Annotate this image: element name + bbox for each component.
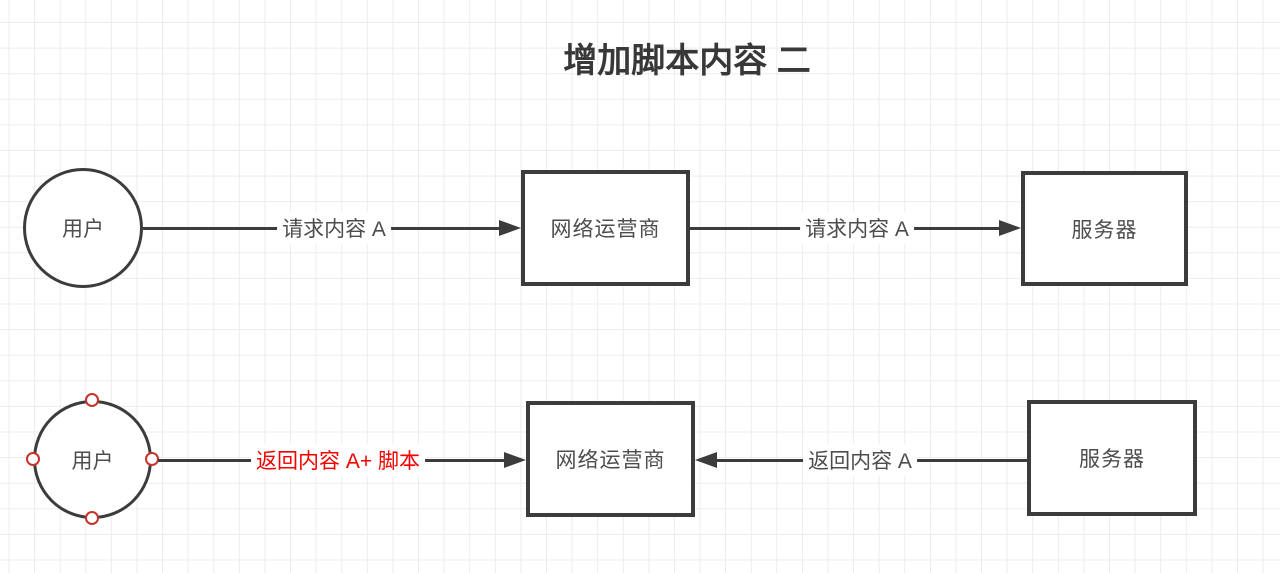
isp-node-top[interactable]: 网络运营商	[521, 170, 690, 286]
connection-handle-top[interactable]	[85, 393, 99, 407]
isp-node-top-label: 网络运营商	[550, 218, 661, 241]
server-node-top-label: 服务器	[1071, 218, 1138, 242]
user-node-top[interactable]: 用户	[23, 168, 143, 288]
request-edge-1-label[interactable]: 请求内容 A	[277, 212, 391, 244]
user-node-bottom[interactable]: 用户	[33, 400, 152, 519]
return-script-edge-label[interactable]: 返回内容 A+ 脚本	[251, 444, 425, 476]
server-node-top[interactable]: 服务器	[1021, 171, 1188, 286]
request-edge-1-arrowhead-icon	[499, 220, 521, 236]
isp-node-bottom-label: 网络运营商	[555, 449, 666, 472]
connection-handle-left[interactable]	[26, 452, 40, 466]
return-edge-label[interactable]: 返回内容 A	[803, 444, 917, 476]
return-script-edge-arrowhead-icon	[504, 452, 526, 468]
user-node-bottom-label: 用户	[71, 449, 114, 473]
diagram-title[interactable]: 增加脚本内容 二	[563, 42, 811, 80]
request-edge-2-arrowhead-icon	[999, 220, 1021, 236]
connection-handle-right[interactable]	[145, 452, 159, 466]
connection-handle-bottom[interactable]	[85, 511, 99, 525]
isp-node-bottom[interactable]: 网络运营商	[526, 401, 695, 517]
return-edge-arrowhead-icon	[695, 452, 717, 468]
request-edge-2-label[interactable]: 请求内容 A	[800, 212, 914, 244]
server-node-bottom[interactable]: 服务器	[1027, 400, 1197, 516]
user-node-top-label: 用户	[62, 218, 104, 241]
server-node-bottom-label: 服务器	[1079, 448, 1145, 471]
